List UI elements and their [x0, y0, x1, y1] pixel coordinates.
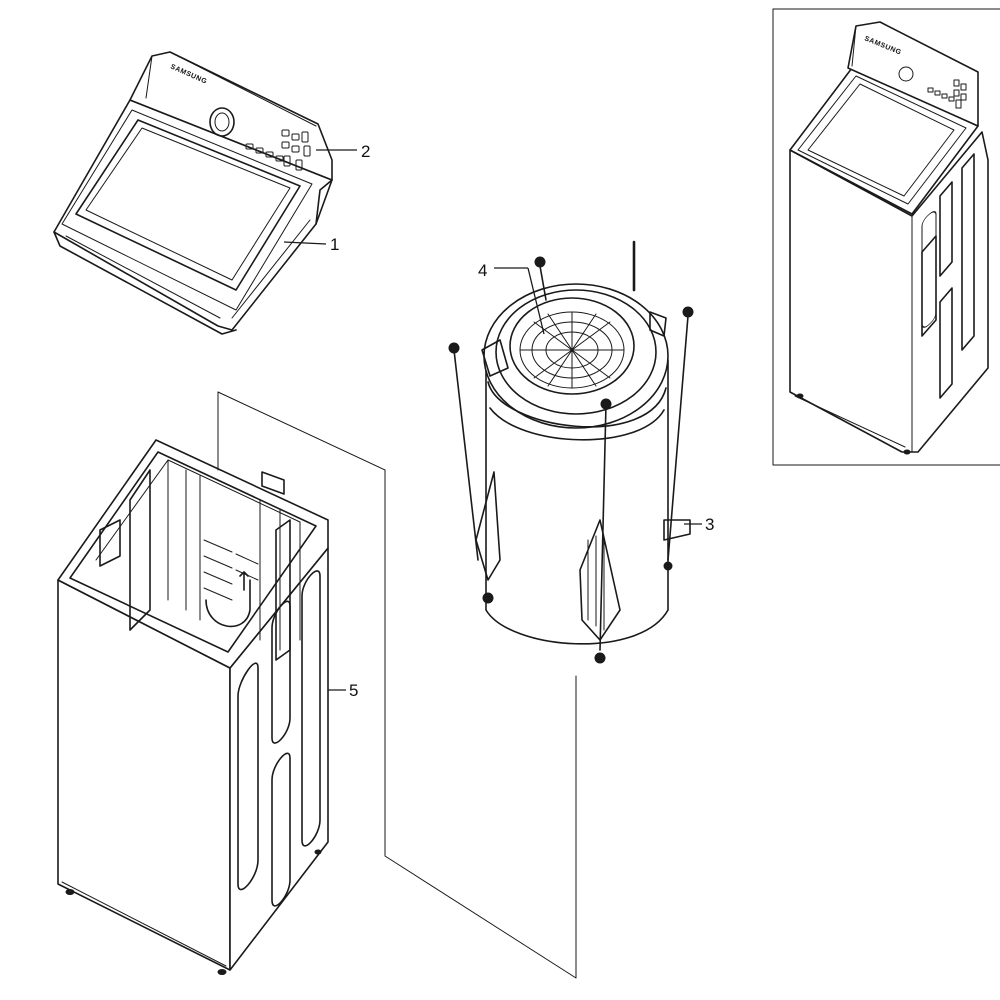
- control-buttons: [927, 79, 967, 109]
- reference-frame: [772, 8, 1000, 466]
- tub-assembly: [448, 240, 694, 664]
- suspension-rod: [539, 265, 547, 301]
- callout-2: 2: [316, 142, 370, 161]
- callout-5: 5: [328, 681, 358, 700]
- dial-icon: [898, 66, 914, 82]
- suspension-rod: [453, 349, 479, 561]
- panel-buttons: [245, 129, 311, 171]
- callout-label-2: 2: [361, 142, 370, 161]
- assembled-washer-reference: SAMSUNG: [772, 8, 1000, 466]
- basket-pattern: [519, 311, 625, 389]
- callout-3: 3: [684, 515, 714, 534]
- callout-1: 1: [283, 235, 339, 254]
- top-cover-assembly: SAMSUNG: [53, 51, 333, 335]
- callout-4: 4: [478, 261, 545, 335]
- cabinet-vents: [203, 539, 259, 601]
- suspension-rod: [667, 315, 689, 561]
- suspension-rod: [599, 403, 607, 651]
- callout-label-5: 5: [349, 681, 358, 700]
- assembly-guide-line: [217, 391, 577, 979]
- callout-label-3: 3: [705, 515, 714, 534]
- cabinet: [57, 439, 329, 975]
- callout-label-4: 4: [478, 261, 487, 280]
- dial-knob-icon: [209, 107, 235, 137]
- callout-label-1: 1: [330, 235, 339, 254]
